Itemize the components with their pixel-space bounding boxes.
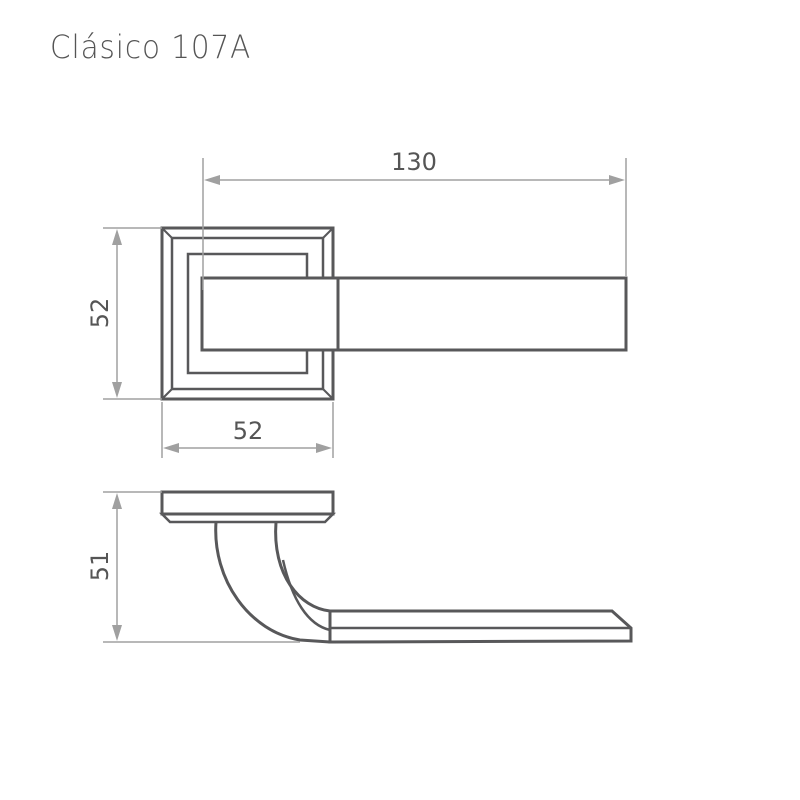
top-view: [160, 226, 628, 401]
lever-arm: [336, 276, 628, 352]
lever-neck-outer: [214, 521, 331, 644]
dimension-label-rosette-height: 52: [86, 298, 114, 329]
dimension-label-length: 130: [391, 148, 437, 176]
dimension-label-rosette-width: 52: [233, 417, 264, 445]
rosette-side-bevel: [158, 512, 337, 524]
product-title: Clásico 107A: [50, 28, 252, 66]
rosette-side-plate: [160, 490, 335, 516]
dimension-52-vertical: 52: [86, 227, 162, 400]
lever-base: [200, 276, 340, 352]
lever-neck-inner-line: [281, 559, 331, 632]
dimension-label-side-height: 51: [86, 551, 114, 582]
lever-blade: [328, 609, 633, 644]
dimension-51: 51: [86, 491, 300, 643]
dimension-52-horizontal: 52: [161, 402, 334, 458]
side-view: [158, 490, 633, 644]
dimension-130: 130: [202, 148, 627, 290]
